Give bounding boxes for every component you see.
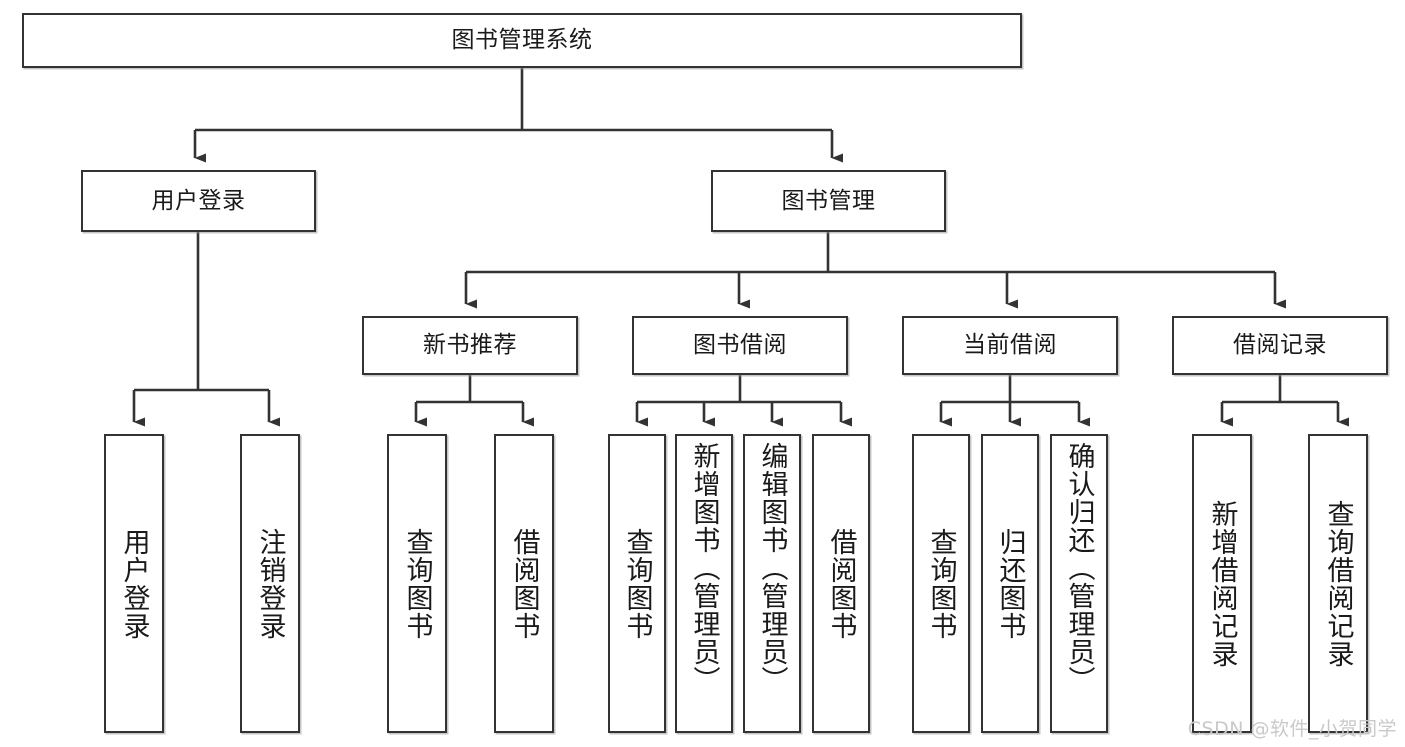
leaf-borrow-borrow-book[interactable]: 借阅图书 xyxy=(812,434,870,733)
node-book-management-label: 图书管理 xyxy=(781,187,876,214)
leaf-record-query-record[interactable]: 查询借阅记录 xyxy=(1308,434,1368,733)
leaf-label: 用户登录 xyxy=(118,527,150,640)
leaf-label: 编辑图书（管理员） xyxy=(756,442,788,694)
watermark: CSDN @软件_小贺同学 xyxy=(1187,718,1397,740)
node-new-book-recommend-label: 新书推荐 xyxy=(423,332,517,359)
leaf-record-add-record[interactable]: 新增借阅记录 xyxy=(1192,434,1252,733)
leaf-label: 查询图书 xyxy=(925,527,957,640)
leaf-label: 新增借阅记录 xyxy=(1206,499,1238,668)
leaf-current-return-book[interactable]: 归还图书 xyxy=(981,434,1039,733)
node-user-login[interactable]: 用户登录 xyxy=(81,170,316,232)
leaf-label: 查询图书 xyxy=(621,527,653,640)
leaf-user-login-signin[interactable]: 用户登录 xyxy=(104,434,164,733)
leaf-recommend-query-book[interactable]: 查询图书 xyxy=(387,434,447,733)
node-root[interactable]: 图书管理系统 xyxy=(22,13,1022,68)
leaf-borrow-edit-book[interactable]: 编辑图书（管理员） xyxy=(743,434,801,733)
node-borrow-record-label: 借阅记录 xyxy=(1233,332,1327,359)
leaf-recommend-borrow-book[interactable]: 借阅图书 xyxy=(494,434,554,733)
node-borrow-record[interactable]: 借阅记录 xyxy=(1172,316,1388,375)
leaf-label: 新增图书（管理员） xyxy=(688,442,720,694)
leaf-current-confirm-return[interactable]: 确认归还（管理员） xyxy=(1050,434,1108,733)
node-user-login-label: 用户登录 xyxy=(151,187,246,214)
leaf-user-login-signout[interactable]: 注销登录 xyxy=(240,434,300,733)
leaf-label: 确认归还（管理员） xyxy=(1063,442,1095,694)
node-current-borrow-label: 当前借阅 xyxy=(963,332,1057,359)
node-book-borrow-label: 图书借阅 xyxy=(693,332,787,359)
leaf-label: 借阅图书 xyxy=(825,527,857,640)
leaf-label: 归还图书 xyxy=(994,527,1026,640)
node-book-borrow[interactable]: 图书借阅 xyxy=(632,316,848,375)
node-current-borrow[interactable]: 当前借阅 xyxy=(902,316,1118,375)
leaf-borrow-add-book[interactable]: 新增图书（管理员） xyxy=(675,434,733,733)
leaf-label: 查询借阅记录 xyxy=(1322,499,1354,668)
leaf-borrow-query-book[interactable]: 查询图书 xyxy=(608,434,666,733)
leaf-label: 借阅图书 xyxy=(508,527,540,640)
node-new-book-recommend[interactable]: 新书推荐 xyxy=(362,316,578,375)
node-book-management[interactable]: 图书管理 xyxy=(711,170,946,232)
node-root-label: 图书管理系统 xyxy=(451,27,593,54)
leaf-label: 查询图书 xyxy=(401,527,433,640)
leaf-label: 注销登录 xyxy=(254,527,286,640)
leaf-current-query-book[interactable]: 查询图书 xyxy=(912,434,970,733)
